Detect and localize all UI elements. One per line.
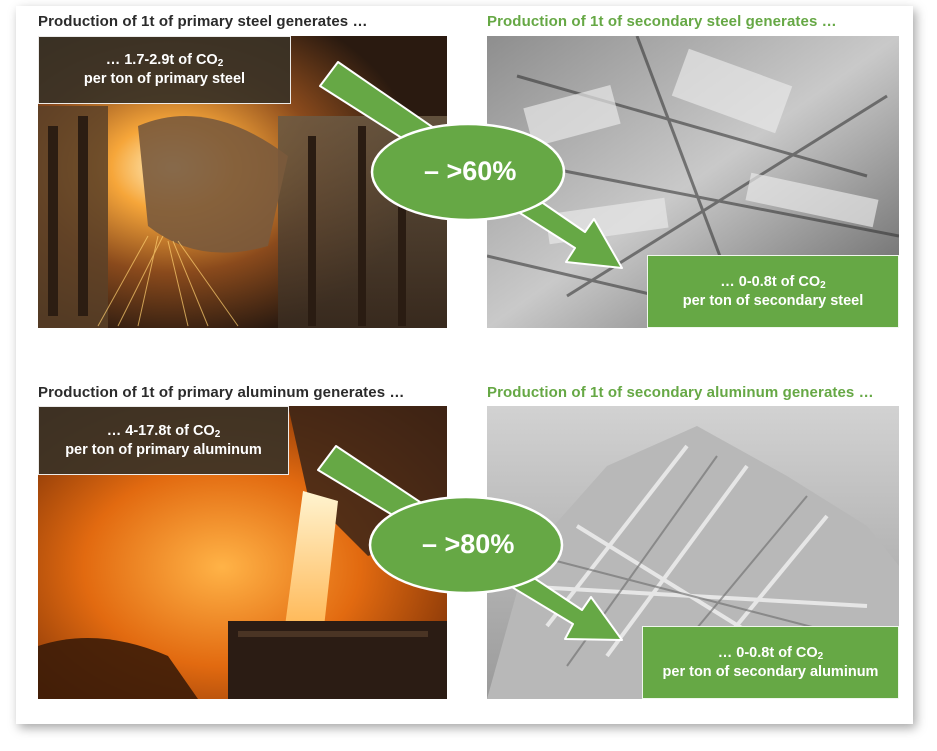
primary-steel-co2-label: … 1.7-2.9t of CO2 per ton of primary ste… <box>38 36 291 104</box>
secondary-steel-co2-amount: … 0-0.8t of CO2 <box>720 273 826 291</box>
primary-aluminum-co2-unit: per ton of primary aluminum <box>65 441 262 458</box>
secondary-steel-heading: Production of 1t of secondary steel gene… <box>487 13 837 30</box>
primary-aluminum-co2-label: … 4-17.8t of CO2 per ton of primary alum… <box>38 406 289 475</box>
primary-aluminum-co2-amount: … 4-17.8t of CO2 <box>106 422 221 440</box>
secondary-aluminum-heading: Production of 1t of secondary aluminum g… <box>487 384 874 401</box>
primary-steel-co2-unit: per ton of primary steel <box>83 71 246 87</box>
primary-steel-co2-amount: … 1.7-2.9t of CO2 <box>105 52 224 69</box>
secondary-aluminum-co2-label: … 0-0.8t of CO2 per ton of secondary alu… <box>642 626 899 699</box>
primary-aluminum-heading: Production of 1t of primary aluminum gen… <box>38 384 405 401</box>
aluminum-reduction-value: – >80% <box>422 529 515 559</box>
secondary-steel-co2-unit: per ton of secondary steel <box>682 292 864 309</box>
secondary-steel-co2-label: … 0-0.8t of CO2 per ton of secondary ste… <box>647 255 899 328</box>
steel-reduction-value: – >60% <box>424 156 517 186</box>
secondary-aluminum-co2-unit: per ton of secondary aluminum <box>662 663 879 680</box>
primary-steel-heading: Production of 1t of primary steel genera… <box>38 13 368 30</box>
secondary-aluminum-co2-amount: … 0-0.8t of CO2 <box>717 644 824 662</box>
